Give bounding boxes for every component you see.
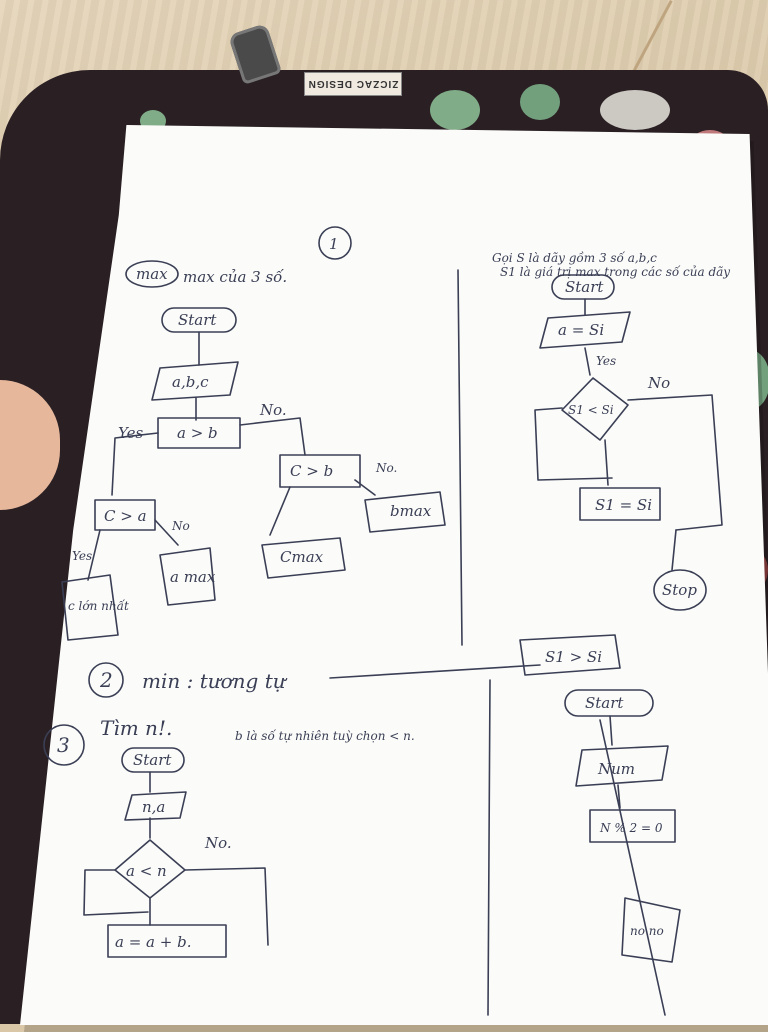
output-a <box>159 547 216 606</box>
left-problem-title: max của 3 số. <box>183 268 287 286</box>
input-label: a,b,c <box>172 373 209 391</box>
right-cond-label: S1 < Si <box>568 403 614 417</box>
connector-line <box>329 664 541 679</box>
input-na <box>124 791 187 821</box>
item2-text: min : tương tự <box>142 669 288 693</box>
output-cmax <box>261 537 346 579</box>
stop-terminal <box>653 569 707 611</box>
bottom-cond-label: a < n <box>126 862 167 880</box>
cactus-pattern <box>520 84 560 120</box>
out-c-label: c lớn nhất <box>68 598 129 613</box>
cond2-label: C > a <box>104 507 147 525</box>
output-c <box>61 574 119 641</box>
output-bmax <box>364 491 446 533</box>
no2-label: No <box>171 519 190 533</box>
max-label: max <box>136 265 168 283</box>
arrow <box>87 529 101 581</box>
assign-a-plus-b <box>107 924 227 958</box>
input-parallelogram <box>151 361 239 401</box>
cond3-label: C > b <box>290 462 333 480</box>
item3-number: 3 <box>57 733 70 757</box>
start-label: Start <box>178 311 217 329</box>
arrow <box>604 439 609 486</box>
no-branch-bottom <box>184 867 269 946</box>
right-header-line2: S1 là giá trị max trong các số của dãy <box>500 264 730 279</box>
right-start-label: Start <box>565 278 604 296</box>
arrow <box>609 715 613 746</box>
page-number-circle <box>318 226 352 260</box>
start-terminal-right <box>551 274 615 300</box>
page-number-1: 1 <box>329 235 339 253</box>
right-assign2-label: S1 = Si <box>595 496 652 514</box>
arrow <box>617 784 621 809</box>
cond-c-gt-b <box>279 454 361 488</box>
item3-note: b là số tự nhiên tuỳ chọn < n. <box>235 728 415 743</box>
yes-branch <box>111 432 159 496</box>
arrow <box>154 519 179 546</box>
input-num <box>575 745 669 787</box>
arrow <box>269 486 291 536</box>
item2-number: 2 <box>99 668 113 692</box>
right-stop-label: Stop <box>662 581 697 599</box>
right-start2-label: Start <box>585 694 624 712</box>
bottom-assign-label: a = a + b. <box>115 933 191 951</box>
right-header-line1: Gọi S là dãy gồm 3 số a,b,c <box>492 250 657 265</box>
right-cond3-label: N % 2 = 0 <box>599 821 663 835</box>
item2-circle <box>88 662 124 698</box>
assign-s1-si <box>579 487 661 521</box>
right-cond2-label: S1 > Si <box>545 648 602 666</box>
item3-text: Tìm n!. <box>100 716 172 740</box>
divider-line-2 <box>487 679 491 1016</box>
item3-circle <box>43 724 85 766</box>
cond-s1-gt-si <box>519 634 621 676</box>
max-oval <box>125 260 179 288</box>
assign-box <box>539 311 631 349</box>
no-label: No. <box>259 401 287 419</box>
right-yes-label: Yes <box>596 354 616 368</box>
right-out-label: no no <box>630 924 664 938</box>
decision-diamond <box>561 377 629 441</box>
right-input2-label: Num <box>597 760 635 778</box>
bottom-start-label: Start <box>133 751 172 769</box>
loop-back <box>534 407 613 481</box>
no3-label: No. <box>375 461 397 475</box>
cond-c-gt-a <box>94 499 156 531</box>
right-no-label: No <box>647 374 670 392</box>
no-branch <box>239 417 306 456</box>
out-bmax-label: bmax <box>390 502 432 520</box>
paper-sheet <box>20 125 768 1025</box>
cond-n-mod-2 <box>589 809 676 843</box>
start-terminal-bottom <box>121 747 185 773</box>
cond1-label: a > b <box>177 424 218 442</box>
arrow <box>354 479 376 496</box>
yes2-label: Yes <box>72 549 92 563</box>
no-branch-right <box>627 394 723 531</box>
output-box <box>621 897 681 963</box>
start-terminal-2 <box>564 689 654 717</box>
divider-line <box>457 269 463 646</box>
loop-back-bottom <box>83 869 149 916</box>
out-a-label: a max <box>170 568 216 586</box>
bottom-input-label: n,a <box>142 798 165 816</box>
arrow <box>584 347 591 376</box>
yes-label: Yes <box>118 424 143 442</box>
out-cmax-label: Cmax <box>280 548 324 566</box>
long-arrow <box>599 719 666 1016</box>
bottom-no-label: No. <box>204 834 232 852</box>
llama-pattern <box>600 90 670 130</box>
right-assign-label: a = Si <box>558 321 604 339</box>
cactus-pattern <box>430 90 480 130</box>
arrow <box>671 529 677 571</box>
